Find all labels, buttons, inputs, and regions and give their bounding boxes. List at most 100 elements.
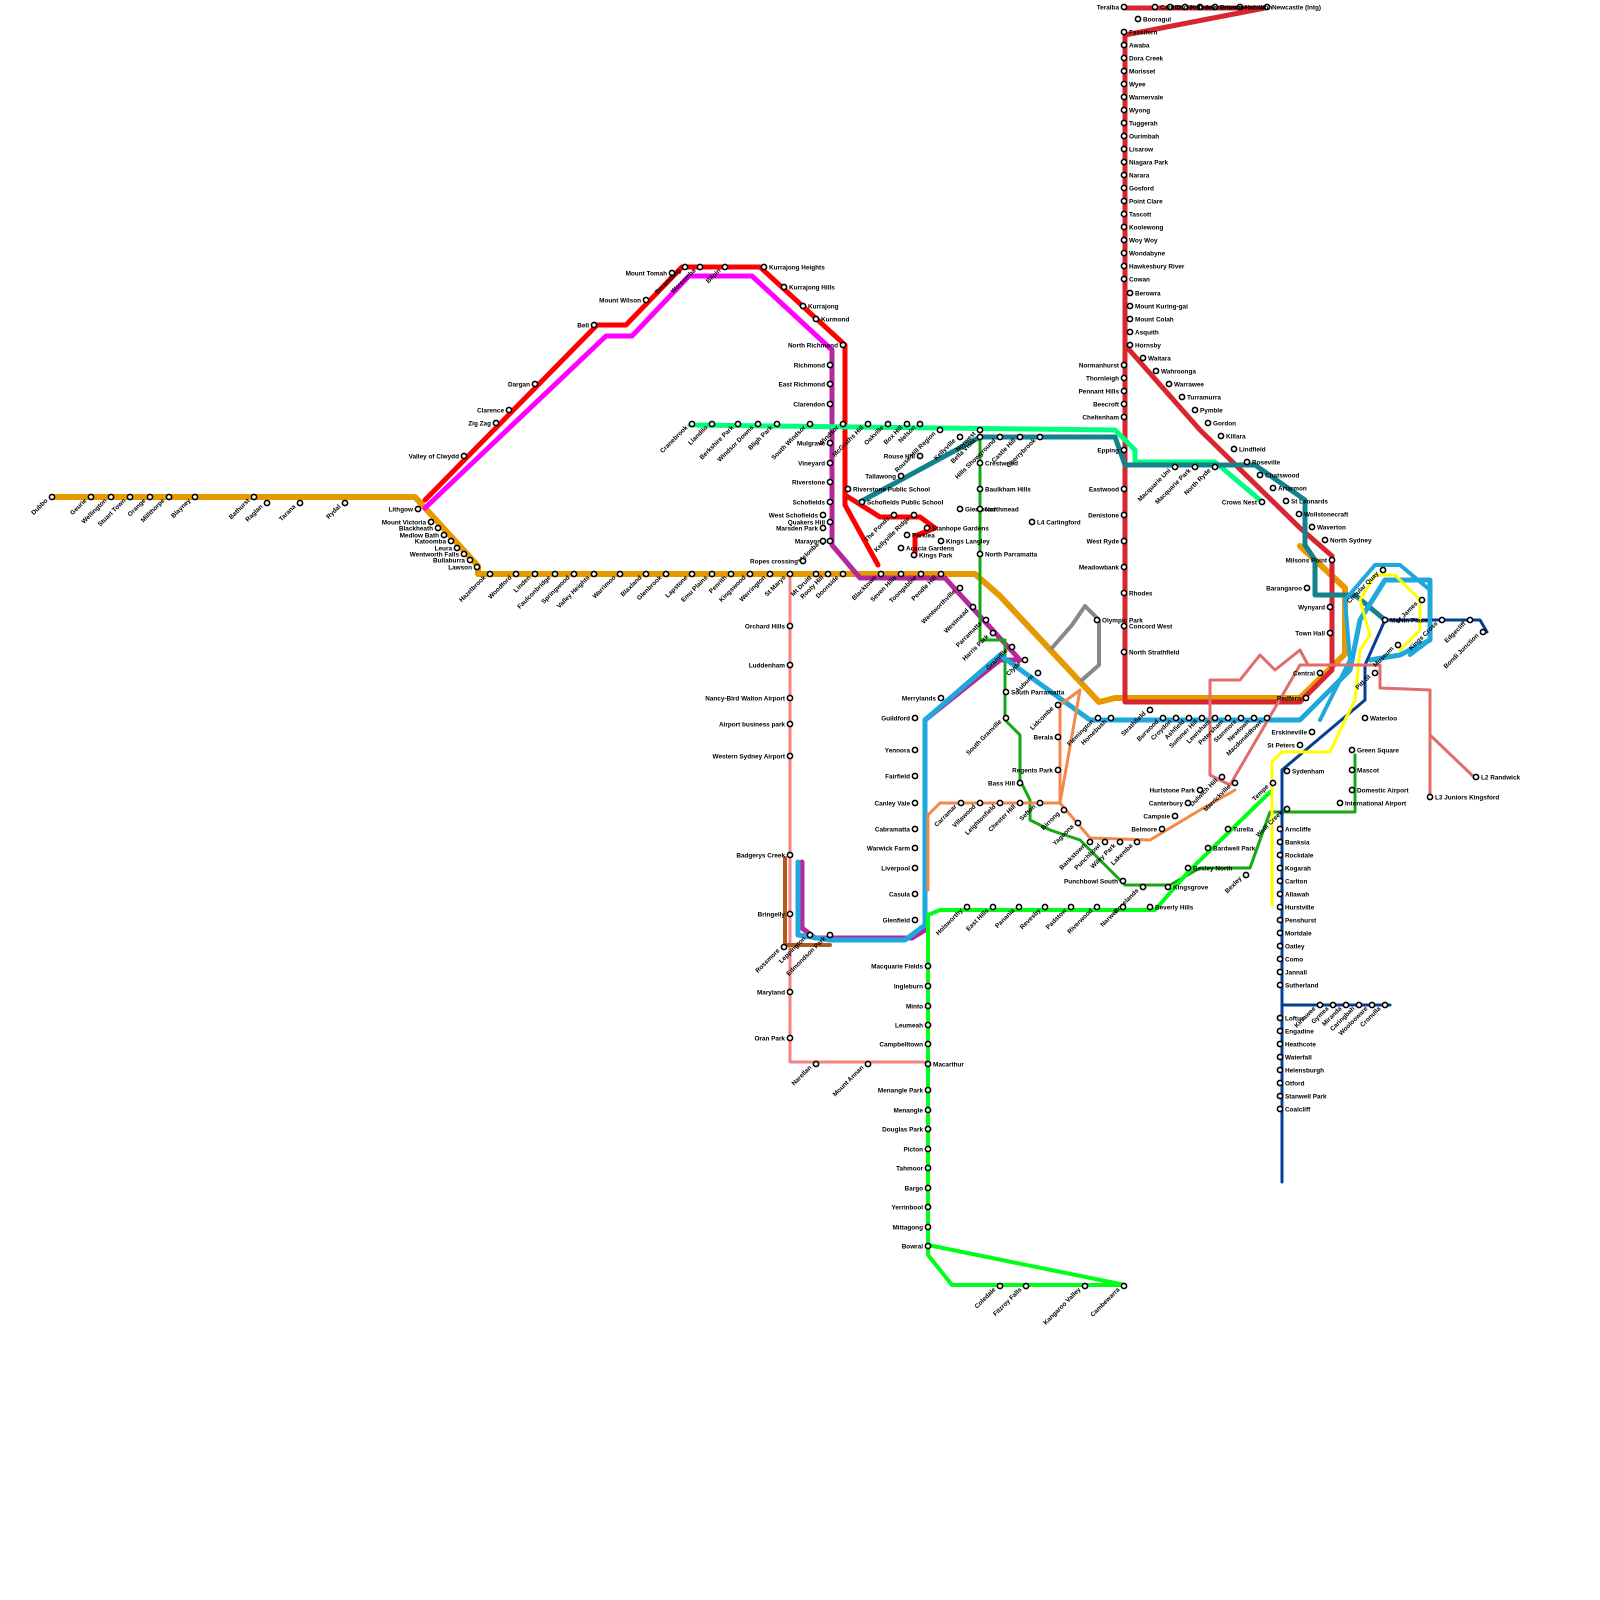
station-dot[interactable] [1086,838,1094,846]
station-dot[interactable] [1348,746,1356,754]
station-dot[interactable] [341,499,349,507]
station-dot[interactable] [806,931,814,939]
station-warnervale[interactable]: Warnervale [1120,93,1164,101]
station-dot[interactable] [924,962,932,970]
station-domestic-airport[interactable]: Domestic Airport [1348,786,1409,794]
station-dot[interactable] [1041,903,1049,911]
station-gordon[interactable]: Gordon [1204,419,1236,427]
station-dot[interactable] [826,439,834,447]
station-dot[interactable] [642,570,650,578]
station-bringelly[interactable]: Bringelly [758,910,794,918]
station-dot[interactable] [708,420,716,428]
station-kogarah[interactable]: Kogarah [1276,864,1311,872]
station-kings-langley[interactable]: Kings Langley [937,537,990,545]
station-bexley[interactable]: Bexley [1224,871,1250,895]
station-zig-zag[interactable]: Zig Zag [468,419,500,427]
station-dot[interactable] [165,493,173,501]
station-dot[interactable] [1184,864,1192,872]
station-kurrajong-hills[interactable]: Kurrajong Hills [780,283,835,291]
station-valley-heights[interactable]: Valley Heights [556,570,598,610]
station-dot[interactable] [440,531,448,539]
station-warwick-farm[interactable]: Warwick Farm [867,844,919,852]
station-waitara[interactable]: Waitara [1139,354,1171,362]
station-broadmeadow[interactable]: Broadmeadow [1211,3,1264,11]
station-dot[interactable] [1134,15,1142,23]
station-dot[interactable] [1276,1105,1284,1113]
station-dot[interactable] [681,263,689,271]
station-dot[interactable] [937,570,945,578]
station-western-sydney-airport[interactable]: Western Sydney Airport [713,752,794,760]
station-dot[interactable] [434,524,442,532]
station-dot[interactable] [839,570,847,578]
station-dot[interactable] [786,988,794,996]
station-rouse-hill[interactable]: Rouse Hill [884,452,924,460]
station-dot[interactable] [1028,518,1036,526]
station-dot[interactable] [1263,3,1271,11]
station-riverstone[interactable]: Riverstone [792,478,834,486]
station-morisset[interactable]: Morisset [1120,67,1156,75]
station-dot[interactable] [864,420,872,428]
station-dot[interactable] [1211,714,1219,722]
station-dot[interactable] [1316,1001,1324,1009]
station-dot[interactable] [1016,779,1024,787]
station-banksia[interactable]: Banksia [1276,838,1310,846]
station-dot[interactable] [1418,596,1426,604]
station-dot[interactable] [1139,354,1147,362]
station-north-richmond[interactable]: North Richmond [788,341,847,349]
station-dot[interactable] [1021,656,1029,664]
station-east-richmond[interactable]: East Richmond [778,380,834,388]
station-dot[interactable] [864,1060,872,1068]
station-dot[interactable] [642,296,650,304]
station-dot[interactable] [492,419,500,427]
station-kurmond[interactable]: Kurmond [812,315,849,323]
station-kurrajong-heights[interactable]: Kurrajong Heights [760,263,825,271]
station-dot[interactable] [1276,1066,1284,1074]
station-dot[interactable] [1178,393,1186,401]
station-oran-park[interactable]: Oran Park [754,1034,794,1042]
station-dot[interactable] [982,616,990,624]
station-dot[interactable] [1159,714,1167,722]
station-dot[interactable] [786,910,794,918]
station-dot[interactable] [826,931,834,939]
station-schofields-public-school[interactable]: Schofields Public School [858,498,944,506]
station-dot[interactable] [1034,669,1042,677]
station-north-sydney[interactable]: North Sydney [1321,536,1372,544]
station-l2-randwick[interactable]: L2 Randwick [1472,773,1521,781]
station-wahroonga[interactable]: Wahroonga [1152,367,1196,375]
station-dot[interactable] [1326,603,1334,611]
station-dot[interactable] [911,772,919,780]
station-dot[interactable] [1276,1014,1284,1022]
station-dot[interactable] [1002,688,1010,696]
station-douglas-park[interactable]: Douglas Park [882,1125,932,1133]
station-dot[interactable] [780,283,788,291]
station-dot[interactable] [1276,1053,1284,1061]
station-dot[interactable] [1381,1001,1389,1009]
station-dot[interactable] [473,563,481,571]
station-campsie[interactable]: Campsie [1143,812,1179,820]
station-dot[interactable] [696,263,704,271]
station-crows-nest[interactable]: Crows Nest [1222,498,1266,506]
station-dot[interactable] [903,531,911,539]
station-dot[interactable] [1348,786,1356,794]
station-dot[interactable] [1008,643,1016,651]
station-hurstville[interactable]: Hurstville [1276,903,1315,911]
station-meadowbank[interactable]: Meadowbank [1079,563,1128,571]
station-dot[interactable] [819,511,827,519]
station-dot[interactable] [1120,413,1128,421]
station-engadine[interactable]: Engadine [1276,1027,1314,1035]
station-dot[interactable] [1119,903,1127,911]
station-dot[interactable] [1093,616,1101,624]
station-bexley-north[interactable]: Bexley North [1184,864,1233,872]
station-dot[interactable] [126,493,134,501]
station-ingleburn[interactable]: Ingleburn [894,982,932,990]
station-dot[interactable] [976,433,984,441]
station-dot[interactable] [996,433,1004,441]
station-dot[interactable] [917,570,925,578]
station-dot[interactable] [1120,3,1128,11]
station-dot[interactable] [1230,445,1238,453]
station-narellan[interactable]: Narellan [791,1060,820,1087]
station-niagara-park[interactable]: Niagara Park [1120,158,1169,166]
station-yennora[interactable]: Yennora [885,746,919,754]
station-waterloo[interactable]: Waterloo [1361,714,1397,722]
station-dot[interactable] [505,406,513,414]
